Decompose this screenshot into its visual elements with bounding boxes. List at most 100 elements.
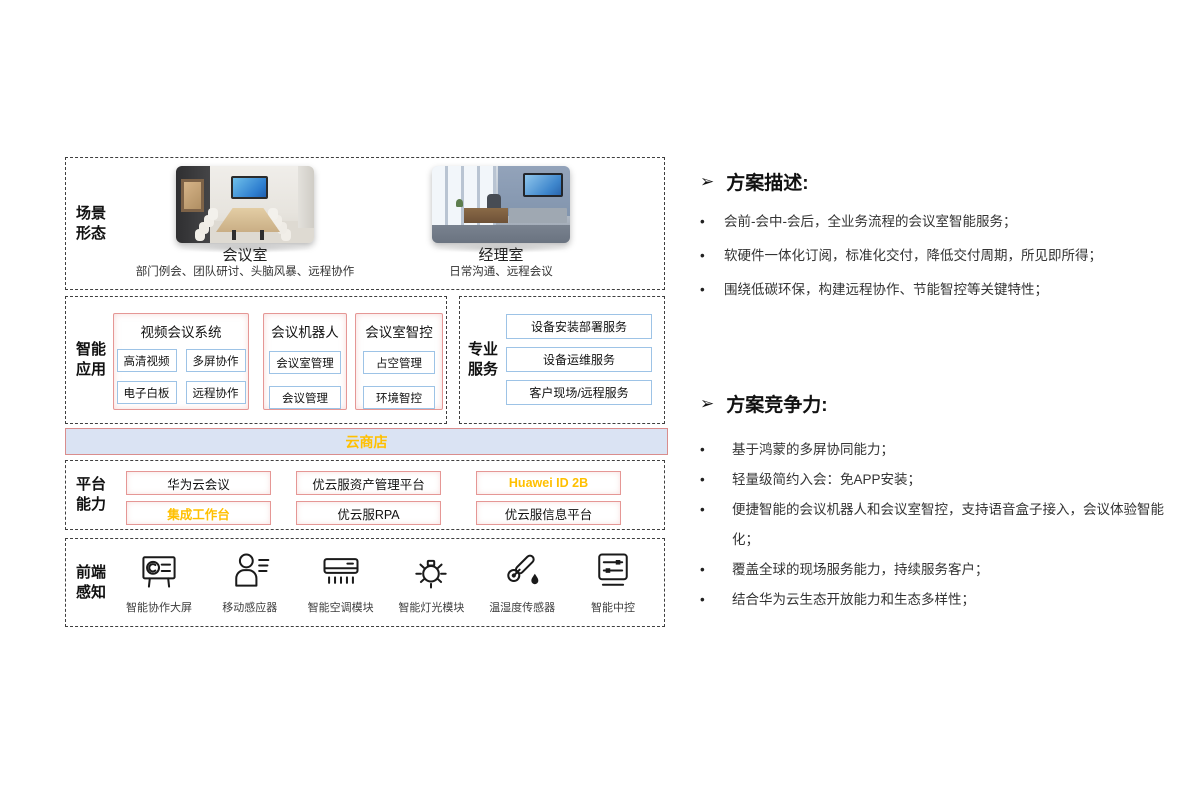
chip-stack: 占空管理 环境智控 (356, 351, 442, 409)
bullet-dot-icon: • (700, 248, 705, 263)
bullet-dot-icon: • (700, 562, 705, 577)
bullet-dot-icon: • (700, 214, 705, 229)
section-platform-capabilities: 平台 能力 华为云会议 优云服资产管理平台 Huawei ID 2B 集成工作台… (65, 460, 665, 530)
device-collab-screen: 智能协作大屏 (116, 549, 202, 615)
photo-curtain (298, 166, 314, 228)
service-install-deploy: 设备安装部署服务 (506, 314, 652, 339)
section-scene-forms: 场景 形态 会议室 部门例会、团队研讨、头脑风暴、远程协作 (65, 157, 665, 290)
chip-stack: 会议室管理 会议管理 (264, 351, 346, 409)
bullet-text: 轻量级简约入会：免APP安装； (732, 472, 922, 487)
bullet-text: 基于鸿蒙的多屏协同能力； (732, 442, 894, 457)
photo-floor (432, 225, 570, 243)
chip-hd-video: 高清视频 (116, 349, 177, 372)
solution-competitiveness-title: 方案竞争力: (726, 395, 828, 416)
solution-description-bullets: • 会前-会中-会后，全业务流程的会议室智能服务； • 软硬件一体化订阅，标准化… (700, 213, 1188, 298)
bullet-text: 结合华为云生态开放能力和生态多样性； (732, 592, 975, 607)
desc-bullet-2: • 软硬件一体化订阅，标准化交付，降低交付周期，所见即所得； (700, 247, 1188, 264)
photo-reflection (432, 244, 570, 253)
device-label: 智能空调模块 (307, 602, 374, 614)
photo-office-chair (487, 194, 501, 211)
scene-section-label: 场景 形态 (76, 204, 106, 244)
bullet-dot-icon: • (700, 472, 705, 487)
photo-reflection (176, 244, 314, 253)
bullet-text: 围绕低碳环保，构建远程协作、节能智控等关键特性； (724, 282, 1048, 297)
solution-description-section: ➢ 方案描述: • 会前-会中-会后，全业务流程的会议室智能服务； • 软硬件一… (700, 168, 1188, 315)
comp-bullet-4: • 覆盖全球的现场服务能力，持续服务客户； (700, 555, 1170, 585)
solution-description-title: 方案描述: (726, 173, 809, 194)
card-title: 会议机器人 (271, 325, 339, 340)
device-label: 智能中控 (590, 602, 635, 614)
desc-bullet-1: • 会前-会中-会后，全业务流程的会议室智能服务； (700, 213, 1188, 230)
photo-table-leg (232, 230, 236, 240)
bullet-text: 覆盖全球的现场服务能力，持续服务客户； (732, 562, 989, 577)
manager-office-photo (432, 166, 570, 243)
platform-label-line1: 平台 (76, 476, 107, 493)
arrowhead-bullet-icon: ➢ (700, 171, 715, 191)
manager-office-caption: 日常沟通、远程会议 (449, 266, 553, 278)
meeting-room-title: 会议室 (222, 247, 268, 264)
bullet-text: 会前-会中-会后，全业务流程的会议室智能服务； (724, 214, 1017, 229)
scene-label-line1: 场景 (76, 204, 107, 222)
solution-description-header: ➢ 方案描述: (700, 168, 1188, 195)
frontend-label-line1: 前端 (76, 563, 107, 581)
bullet-dot-icon: • (700, 282, 705, 297)
platform-info-platform: 优云服信息平台 (476, 501, 621, 525)
collab-screen-icon (142, 556, 176, 588)
bullet-text: 便捷智能的会议机器人和会议室智控，支持语音盒子接入，会议体验智能化； (732, 502, 1164, 547)
platform-huawei-cloud-meeting: 华为云会议 (126, 471, 271, 495)
apps-label-line2: 应用 (76, 361, 107, 378)
solution-competitiveness-bullets: • 基于鸿蒙的多屏协同能力； • 轻量级简约入会：免APP安装； • 便捷智能的… (700, 435, 1170, 615)
platform-label-line2: 能力 (76, 496, 107, 513)
arrowhead-bullet-icon: ➢ (700, 393, 715, 413)
platform-asset-mgmt: 优云服资产管理平台 (296, 471, 441, 495)
photo-chairs (208, 208, 218, 220)
desc-bullet-3: • 围绕低碳环保，构建远程协作、节能智控等关键特性； (700, 281, 1188, 298)
section-professional-services: 专业 服务 设备安装部署服务 设备运维服务 客户现场/远程服务 (459, 296, 665, 424)
chip-remote-collab: 远程协作 (185, 381, 246, 404)
solution-competitiveness-header: ➢ 方案竞争力: (700, 390, 1170, 417)
comp-bullet-5: • 结合华为云生态开放能力和生态多样性； (700, 585, 1170, 615)
bullet-dot-icon: • (700, 502, 705, 517)
chip-e-whiteboard: 电子白板 (116, 381, 177, 404)
card-video-conference-system: 视频会议系统 高清视频 多屏协作 电子白板 远程协作 (113, 313, 249, 410)
section-smart-apps: 智能 应用 视频会议系统 高清视频 多屏协作 电子白板 远程协作 会议机器人 会… (65, 296, 447, 424)
card-title: 视频会议系统 (140, 325, 222, 340)
photo-wood-window (181, 179, 204, 212)
device-label: 智能灯光模块 (398, 602, 465, 614)
card-room-smart-control: 会议室智控 占空管理 环境智控 (355, 313, 443, 410)
device-light-module: 智能灯光模块 (388, 549, 474, 615)
frontend-label-line2: 感知 (76, 583, 107, 601)
section-frontend-perception: 前端 感知 智能协作大屏 (65, 538, 665, 627)
photo-floor (176, 221, 314, 243)
comp-bullet-3: • 便捷智能的会议机器人和会议室智控，支持语音盒子接入，会议体验智能化； (700, 495, 1170, 555)
photo-plant (456, 199, 463, 207)
photo-wall-display (231, 176, 268, 199)
bullet-text: 软硬件一体化订阅，标准化交付，降低交付周期，所见即所得； (724, 248, 1102, 263)
service-device-om: 设备运维服务 (506, 347, 652, 372)
chip-occupancy-mgmt: 占空管理 (363, 351, 435, 374)
chip-multiscreen-collab: 多屏协作 (185, 349, 246, 372)
photo-desk (464, 208, 508, 223)
card-meeting-robot: 会议机器人 会议室管理 会议管理 (263, 313, 347, 410)
device-motion-sensor: 移动感应器 (207, 549, 293, 615)
cloud-store-bar: 云商店 (65, 428, 668, 455)
chip-grid: 高清视频 多屏协作 电子白板 远程协作 (114, 349, 248, 404)
services-label-line1: 专业 (468, 341, 499, 358)
device-central-control: 智能中控 (570, 549, 656, 615)
thermo-humidity-icon (507, 554, 539, 585)
solution-competitiveness-section: ➢ 方案竞争力: • 基于鸿蒙的多屏协同能力； • 轻量级简约入会：免APP安装… (700, 390, 1170, 615)
platform-integrated-workbench: 集成工作台 (126, 501, 271, 525)
photo-wall-display (523, 173, 563, 197)
bullet-dot-icon: • (700, 442, 705, 457)
device-label: 智能协作大屏 (126, 602, 192, 614)
photo-credenza (509, 208, 567, 223)
service-onsite-remote: 客户现场/远程服务 (506, 380, 652, 405)
device-label: 温湿度传感器 (489, 602, 556, 614)
device-thermo-humidity-sensor: 温湿度传感器 (479, 549, 565, 615)
photo-table-leg (260, 230, 264, 240)
ac-module-icon (323, 558, 359, 584)
motion-sensor-icon (235, 553, 270, 587)
apps-label-line1: 智能 (76, 341, 107, 358)
card-title: 会议室智控 (365, 325, 433, 340)
